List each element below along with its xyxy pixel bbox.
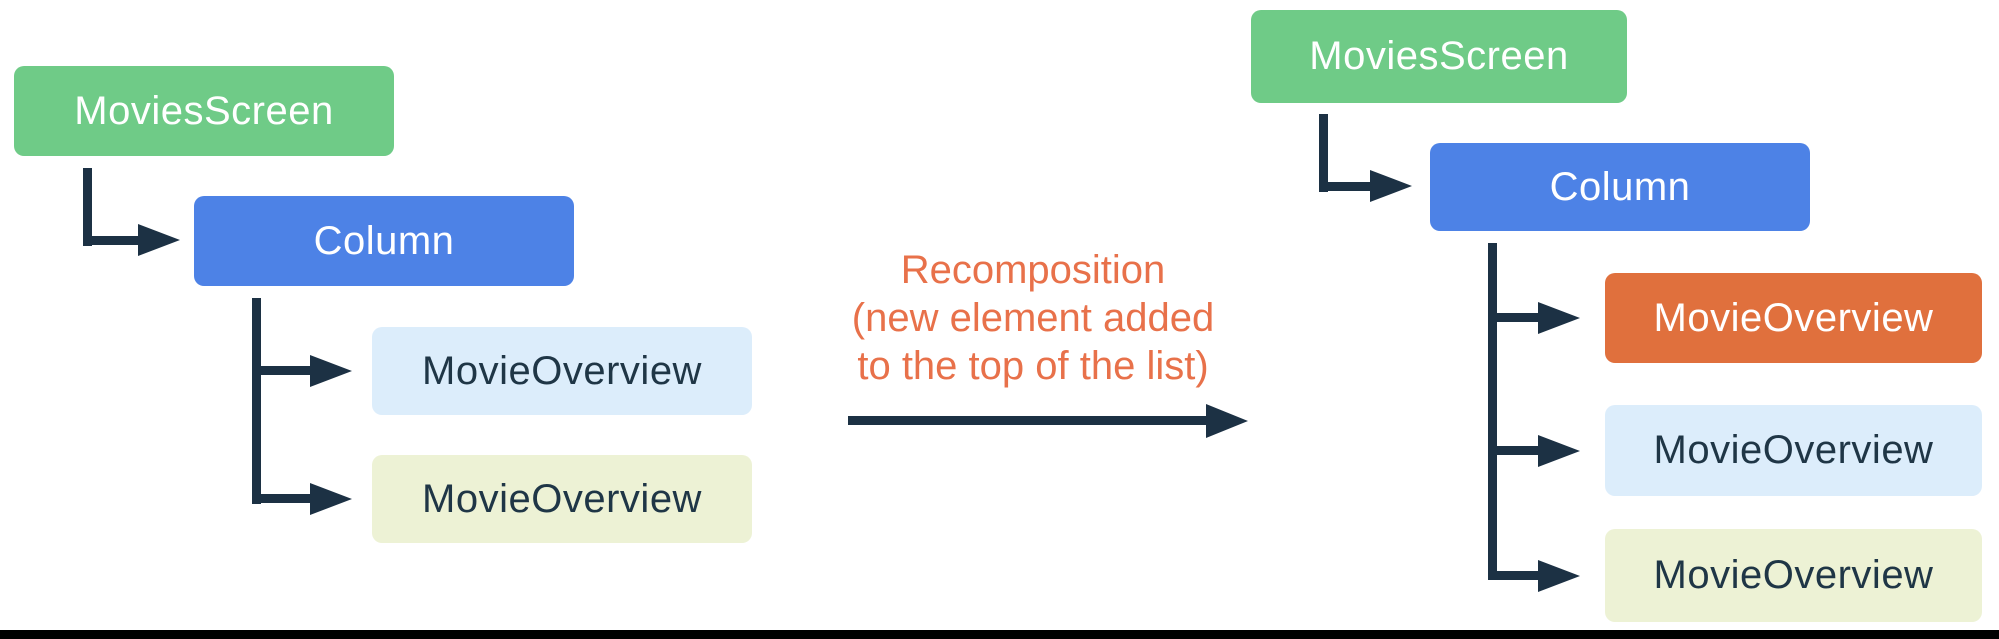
right-tree-root-node: MoviesScreen [1251,10,1627,103]
left-child1-branch-line [252,366,312,375]
left-tree-root-label: MoviesScreen [74,88,334,133]
annotation-line-2: (new element added [851,296,1215,340]
right-child2-arrowhead-icon [1538,435,1580,467]
right-column-connector-vertical-line [1488,243,1497,580]
right-child3-branch-line [1488,571,1540,580]
right-child2-branch-line [1488,446,1540,455]
left-tree-root-node: MoviesScreen [14,66,394,156]
recomposition-annotation: Recomposition (new element added to the … [833,246,1233,390]
left-child1-arrowhead-icon [310,355,352,387]
right-tree-child3-label: MovieOverview [1653,553,1934,597]
left-tree-column-node: Column [194,196,574,286]
left-child2-arrowhead-icon [310,483,352,515]
right-root-connector-vertical-line [1319,114,1328,192]
right-tree-child3-node: MovieOverview [1605,529,1982,622]
left-root-connector-vertical-line [83,168,92,246]
bottom-edge-bar [0,630,1999,639]
left-root-arrowhead-icon [138,224,180,256]
right-child1-arrowhead-icon [1538,302,1580,334]
annotation-line-1: Recomposition [900,248,1166,292]
left-tree-child2-node: MovieOverview [372,455,752,543]
left-tree-child1-label: MovieOverview [422,348,702,393]
right-tree-root-label: MoviesScreen [1309,34,1569,78]
annotation-line-3: to the top of the list) [857,344,1209,388]
left-tree-child2-label: MovieOverview [422,476,702,521]
left-root-connector-horizontal-line [83,236,140,245]
right-tree-child2-node: MovieOverview [1605,405,1982,496]
right-tree-column-label: Column [1549,164,1691,209]
recomposition-arrowhead-icon [1206,404,1248,438]
right-tree-column-node: Column [1430,143,1810,231]
recomposition-arrow-shaft [848,416,1208,425]
left-column-connector-vertical-line [252,298,261,504]
left-child2-branch-line [252,494,312,503]
right-child3-arrowhead-icon [1538,560,1580,592]
right-root-arrowhead-icon [1370,170,1412,202]
right-root-connector-horizontal-line [1319,182,1372,191]
right-tree-child1-label: MovieOverview [1653,295,1934,340]
right-tree-child1-node: MovieOverview [1605,273,1982,363]
left-tree-column-label: Column [313,218,455,263]
left-tree-child1-node: MovieOverview [372,327,752,415]
right-child1-branch-line [1488,313,1540,322]
right-tree-child2-label: MovieOverview [1653,428,1934,472]
